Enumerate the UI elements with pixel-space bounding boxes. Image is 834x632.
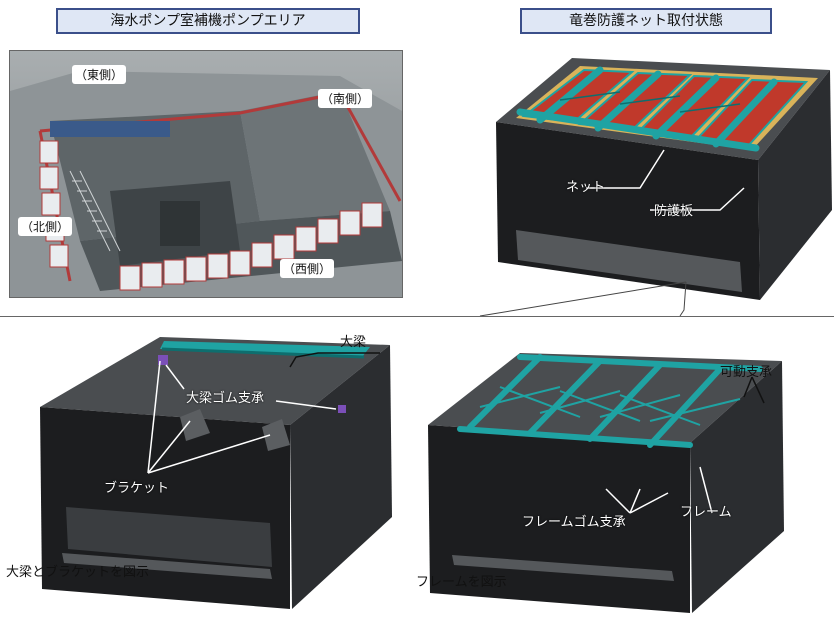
detail-panel-drawing [40,337,784,613]
protection-plate-label: 防護板 [654,204,694,219]
pump-area-photo-drawing [10,51,402,297]
frame-label: フレーム [680,505,732,520]
west-side-label: （西側） [280,259,335,278]
photo-title: 海水ポンプ室補機ポンプエリア [56,8,360,34]
east-side-label: （東側） [72,65,127,84]
movable-bearing-label: 可動支承 [720,365,773,380]
detail-panel: 大梁 大梁ゴム支承 ブラケット 大梁とブラケットを図示 可動支承 フレームゴム支… [0,316,834,632]
net-label: ネット [566,180,606,195]
girder-label: 大梁 [340,335,367,350]
net-diagram-title: 竜巻防護ネット取付状態 [520,8,772,34]
left-caption: 大梁とブラケットを図示 [6,565,150,580]
right-caption: フレームを図示 [416,575,507,590]
south-side-label: （南側） [318,89,373,108]
girder-rubber-bearing-label: 大梁ゴム支承 [186,391,265,406]
frame-rubber-bearing-label: フレームゴム支承 [522,515,626,530]
north-side-label: （北側） [18,217,73,236]
pump-area-photo: （東側） （南側） （北側） （西側） [9,50,403,298]
bracket-label: ブラケット [104,481,170,496]
